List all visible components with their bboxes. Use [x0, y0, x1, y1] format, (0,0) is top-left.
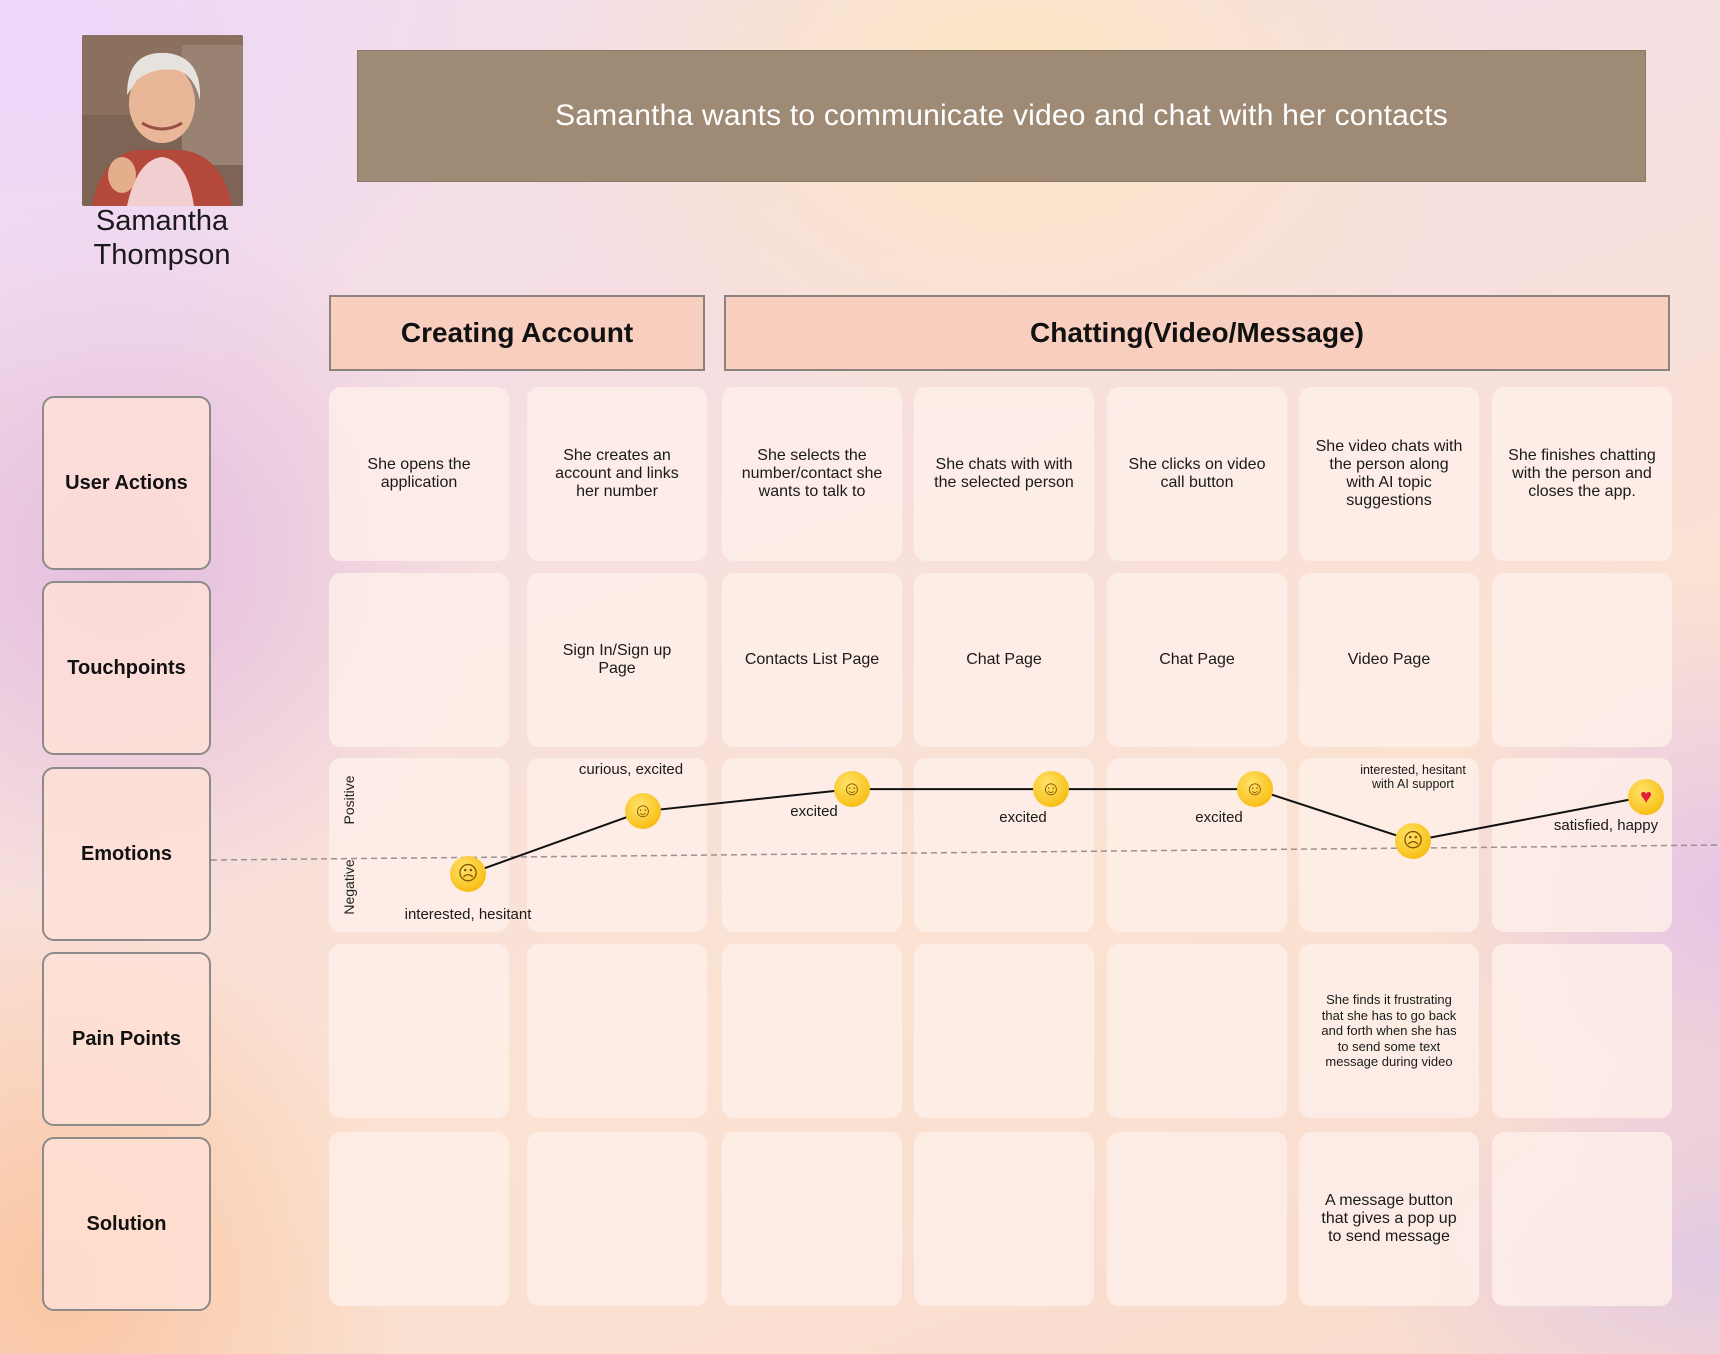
row-label-text: Solution — [86, 1213, 167, 1235]
emotion-label: interested, hesitant — [404, 906, 532, 924]
confused-face-icon: ☹ — [450, 856, 486, 893]
touchpoint-cell: Chat Page — [914, 573, 1094, 747]
emotion-label: interested, hesitant with AI support — [1360, 762, 1466, 791]
solution-cell — [722, 1132, 902, 1306]
pain-point-cell: She finds it frustrating that she has to… — [1299, 944, 1479, 1118]
row-label-solution: Solution — [42, 1137, 211, 1311]
emotion-label: satisfied, happy — [1553, 816, 1659, 834]
persona-photo — [82, 35, 243, 206]
user-action-cell: She selects the number/contact she wants… — [722, 387, 902, 561]
pain-point-cell — [329, 944, 509, 1118]
phase-creating-account: Creating Account — [329, 295, 705, 371]
emotion-label: curious, excited — [578, 761, 684, 779]
emotion-label: excited — [790, 803, 838, 821]
emotion-cell — [722, 758, 902, 932]
smiling-face-icon: ☺ — [834, 771, 870, 808]
row-label-text: Emotions — [80, 843, 173, 865]
row-label-emotions: Emotions — [42, 767, 211, 941]
user-action-cell: She clicks on video call button — [1107, 387, 1287, 561]
axis-positive-label: Positive — [341, 775, 357, 825]
touchpoint-cell: Video Page — [1299, 573, 1479, 747]
row-label-pain-points: Pain Points — [42, 952, 211, 1126]
row-label-user-actions: User Actions — [42, 396, 211, 570]
pain-point-cell — [527, 944, 707, 1118]
smiling-face-icon: ☺ — [1033, 771, 1069, 808]
axis-negative-label: Negative — [341, 859, 357, 915]
confused-face-icon: ☹ — [1395, 822, 1431, 859]
user-action-cell: She finishes chatting with the person an… — [1492, 387, 1672, 561]
pain-point-cell — [722, 944, 902, 1118]
solution-cell — [1107, 1132, 1287, 1306]
emotion-label: excited — [999, 809, 1047, 827]
goal-text: Samantha wants to communicate video and … — [555, 99, 1448, 132]
smiling-face-icon: ☺ — [1237, 771, 1273, 808]
row-label-text: Touchpoints — [67, 657, 186, 679]
row-label-touchpoints: Touchpoints — [42, 581, 211, 755]
solution-cell — [1492, 1132, 1672, 1306]
row-label-text: User Actions — [65, 472, 188, 494]
heart-eyes-face-icon: ♥ — [1628, 778, 1664, 815]
touchpoint-cell: Sign In/Sign up Page — [527, 573, 707, 747]
emotion-cell — [527, 758, 707, 932]
touchpoint-cell — [329, 573, 509, 747]
happy-face-icon: ☺ — [625, 793, 661, 830]
solution-cell — [527, 1132, 707, 1306]
pain-point-cell — [914, 944, 1094, 1118]
touchpoint-cell: Contacts List Page — [722, 573, 902, 747]
user-action-cell: She creates an account and links her num… — [527, 387, 707, 561]
solution-cell — [914, 1132, 1094, 1306]
user-action-cell: She video chats with the person along wi… — [1299, 387, 1479, 561]
pain-point-cell — [1107, 944, 1287, 1118]
user-action-cell: She chats with with the selected person — [914, 387, 1094, 561]
touchpoint-cell: Chat Page — [1107, 573, 1287, 747]
pain-point-cell — [1492, 944, 1672, 1118]
goal-banner: Samantha wants to communicate video and … — [357, 50, 1646, 182]
phase-chatting: Chatting(Video/Message) — [724, 295, 1670, 371]
user-action-cell: She opens the application — [329, 387, 509, 561]
solution-cell — [329, 1132, 509, 1306]
touchpoint-cell — [1492, 573, 1672, 747]
persona-name: Samantha Thompson — [93, 205, 231, 271]
row-label-text: Pain Points — [72, 1028, 181, 1050]
emotion-label: excited — [1195, 809, 1243, 827]
solution-cell: A message button that gives a pop up to … — [1299, 1132, 1479, 1306]
